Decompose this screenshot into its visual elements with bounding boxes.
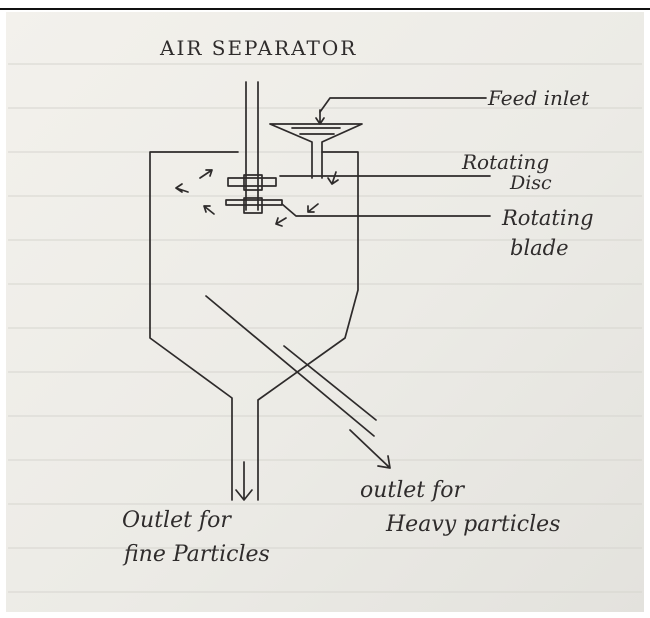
feed-hopper — [269, 123, 363, 179]
ruled-lines — [8, 63, 642, 593]
rotating-disc-hub — [243, 174, 263, 191]
top-border-line — [0, 8, 650, 10]
feed-inlet-label: Feed inlet — [488, 86, 590, 110]
flow-arrow-left-low — [203, 205, 215, 215]
rotating-blade — [225, 199, 283, 206]
diagram-title: AIR SEPARATOR — [160, 36, 358, 60]
flow-arrow-right-low — [307, 203, 319, 213]
fine-outlet-label-line1: Outlet for — [122, 508, 231, 533]
flow-arrow-right-mid — [275, 217, 287, 227]
rotating-blade-hub — [243, 197, 263, 214]
flow-arrow-left-up — [199, 169, 213, 179]
central-shaft — [245, 81, 259, 211]
rotating-blade-label-line1: Rotating — [502, 206, 594, 230]
rotating-blade-label-line2: blade — [510, 236, 569, 260]
fine-outlet-arrow — [235, 461, 253, 501]
rotating-disc — [227, 177, 277, 187]
rotating-disc-label-line1: Rotating — [462, 150, 550, 174]
heavy-outlet-tube — [205, 295, 377, 437]
heavy-outlet-arrow — [349, 429, 391, 469]
flow-arrow-feed-out — [327, 171, 339, 185]
fine-outlet-label-line2: fine Particles — [124, 542, 270, 567]
heavy-outlet-label-line2: Heavy particles — [386, 512, 561, 537]
rotating-disc-label-line2: Disc — [510, 172, 552, 194]
ruled-paper — [6, 12, 644, 612]
feed-hopper-lines — [291, 127, 341, 135]
rotating-blade-leader — [281, 203, 491, 217]
feed-inlet-leader — [319, 97, 487, 113]
separator-vessel-outline — [149, 151, 359, 501]
heavy-outlet-label-line1: outlet for — [360, 478, 465, 503]
flow-arrow-left-mid — [175, 183, 189, 193]
